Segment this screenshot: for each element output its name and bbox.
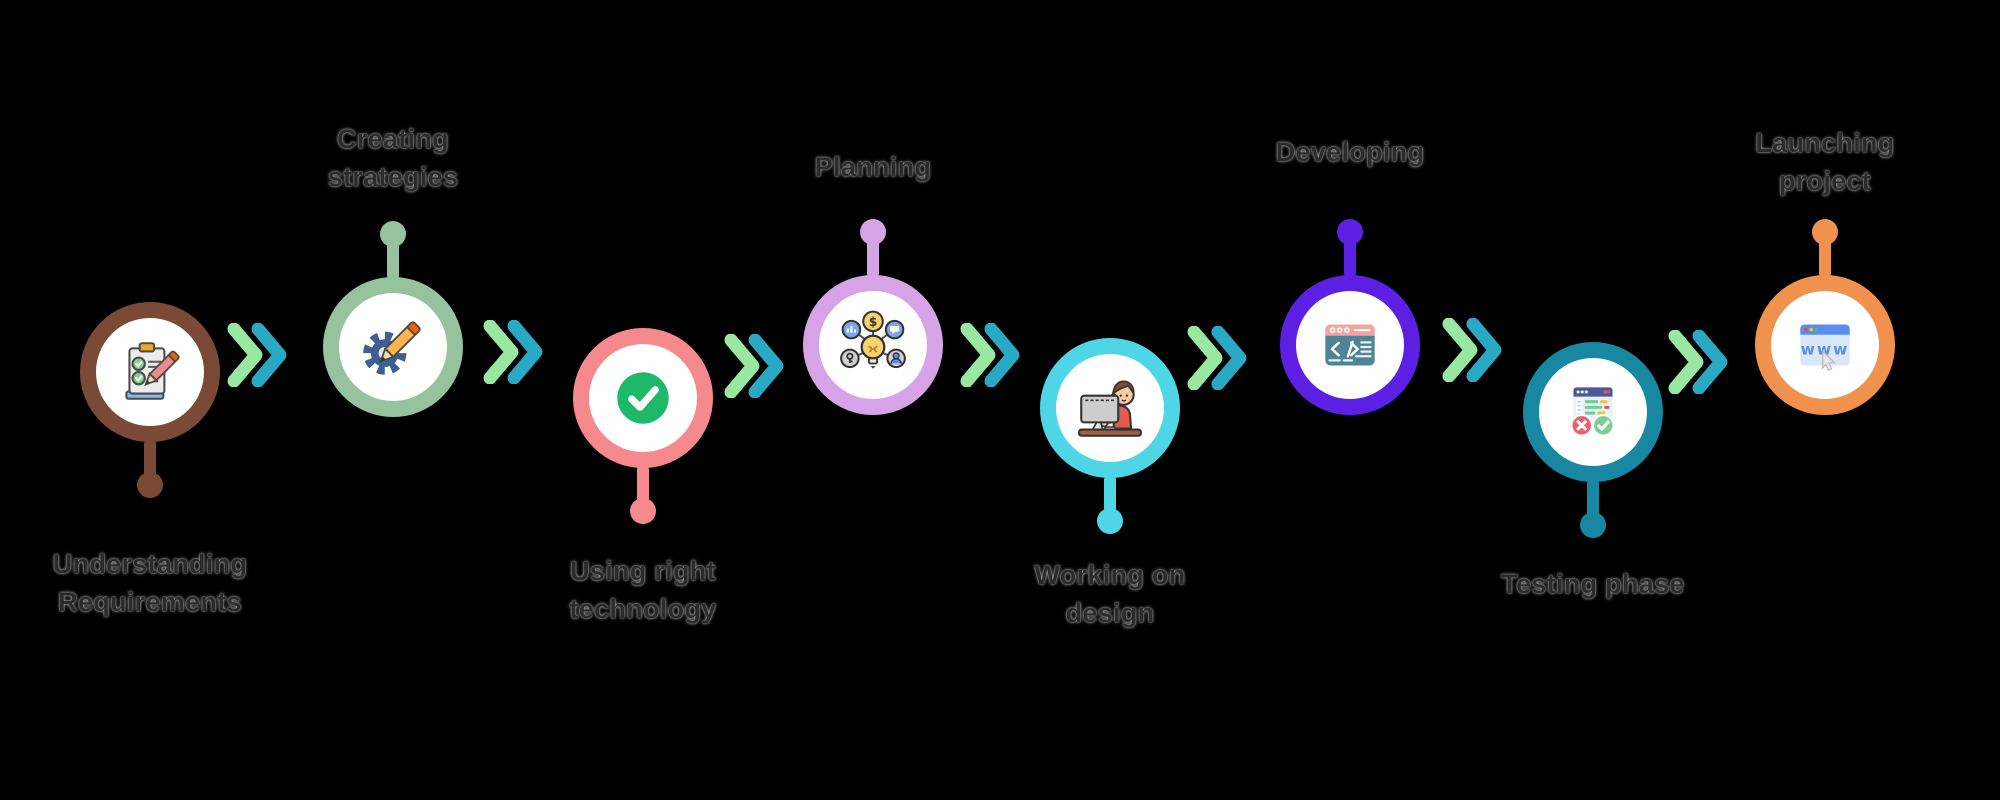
step-circle (1280, 275, 1420, 415)
step-dot (630, 498, 656, 524)
svg-text:www: www (1801, 340, 1850, 358)
double-chevron-right-icon (227, 323, 287, 387)
step-label: Planning (814, 152, 932, 182)
step-label: Creating strategies (327, 124, 459, 192)
step-dot (860, 219, 886, 245)
step-label: Understanding Requirements (52, 549, 248, 617)
www-browser-icon: www (1800, 324, 1850, 371)
step-creating-strategies: Creating strategies (233, 0, 553, 800)
step-dot (1580, 512, 1606, 538)
code-window-icon (1325, 324, 1375, 366)
step-dot (1097, 508, 1123, 534)
double-chevron-right-icon (1187, 326, 1247, 390)
double-chevron-right-icon (960, 323, 1020, 387)
idea-network-icon: $ (840, 310, 906, 369)
step-stem (1344, 239, 1356, 279)
step-stem (637, 464, 649, 504)
step-working-on-design: Working on design (950, 0, 1270, 800)
double-chevron-right-icon (724, 334, 784, 398)
step-stem (1104, 474, 1116, 514)
step-label: Launching project (1755, 128, 1895, 196)
step-dot (1812, 219, 1838, 245)
svg-text:$: $ (869, 315, 878, 329)
step-understanding-requirements: Understanding Requirements (0, 0, 310, 800)
step-stem (1587, 478, 1599, 518)
step-dot (380, 221, 406, 247)
double-chevron-right-icon (483, 320, 543, 384)
step-circle (1523, 342, 1663, 482)
step-circle: www (1755, 275, 1895, 415)
step-circle (573, 328, 713, 468)
double-chevron-right-icon (1442, 318, 1502, 382)
step-stem (867, 239, 879, 279)
step-testing-phase: Testing phase (1433, 0, 1753, 800)
step-label: Testing phase (1501, 569, 1685, 599)
designer-workstation-icon (1078, 380, 1142, 437)
step-label: Working on design (1034, 560, 1186, 628)
step-circle (80, 302, 220, 442)
step-using-right-technology: Using right technology (483, 0, 803, 800)
step-circle: $ (803, 275, 943, 415)
step-stem (1819, 239, 1831, 279)
step-circle (323, 277, 463, 417)
gear-pencil-icon (363, 321, 421, 375)
step-dot (1337, 219, 1363, 245)
step-circle (1040, 338, 1180, 478)
step-label: Using right technology (569, 556, 717, 624)
check-badge-icon (617, 372, 669, 424)
step-stem (387, 241, 399, 281)
step-developing: Developing (1190, 0, 1510, 800)
clipboard-checklist-icon (125, 342, 180, 400)
step-stem (144, 438, 156, 478)
test-results-icon (1570, 387, 1615, 437)
step-planning: $ Planning (713, 0, 1033, 800)
step-launching-project: www Launching project (1665, 0, 1985, 800)
double-chevron-right-icon (1668, 330, 1728, 394)
step-dot (137, 472, 163, 498)
step-label: Developing (1275, 137, 1425, 167)
